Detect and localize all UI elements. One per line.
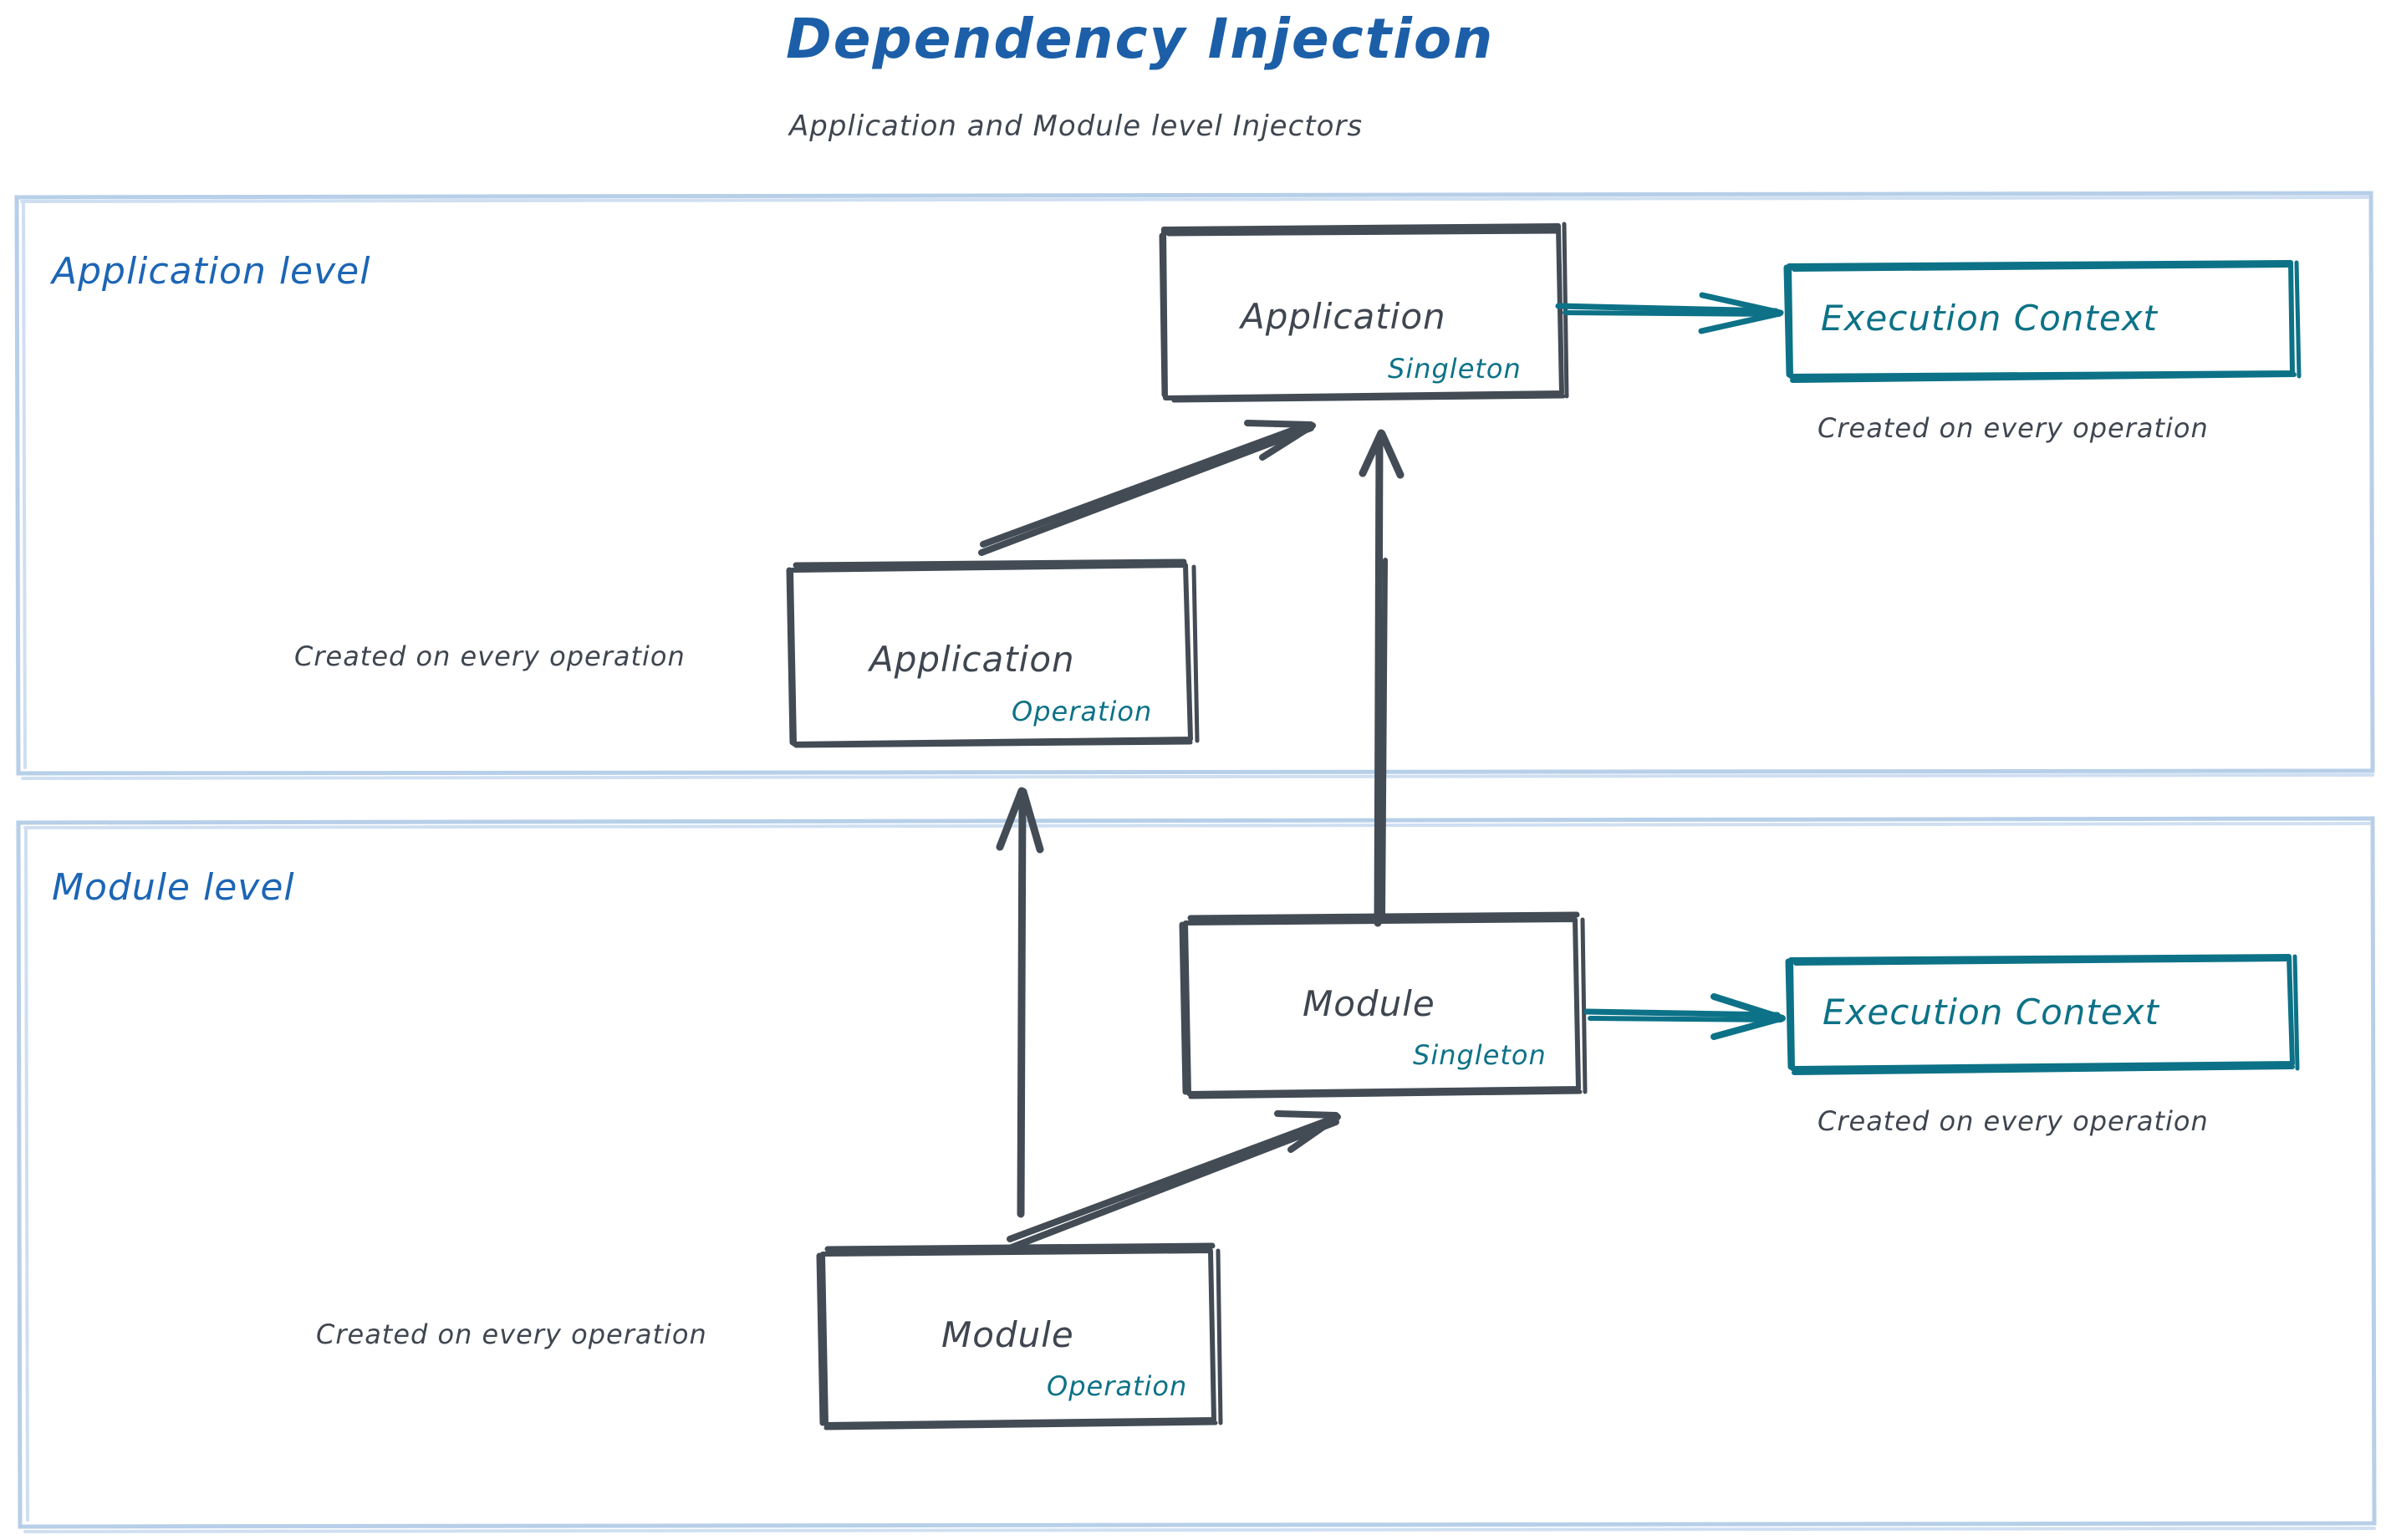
node-label-module-singleton: Module: [1303, 983, 1435, 1024]
lane-module-level-border: [16, 816, 2377, 1533]
node-label-execution-context-app: Execution Context: [1821, 298, 2159, 339]
edge-module-operation-to-application-level: [996, 787, 1044, 1218]
node-execution-context-app[interactable]: [1783, 260, 2302, 383]
page-title: Dependency Injection: [786, 7, 1495, 71]
edge-app-singleton-to-exec-context: [1555, 292, 1784, 334]
node-label-execution-context-module: Execution Context: [1823, 992, 2160, 1033]
lane-label-module-level: Module level: [52, 866, 295, 909]
node-label-application-operation: Application: [869, 639, 1075, 680]
node-execution-context-module[interactable]: [1785, 954, 2300, 1075]
edge-module-singleton-to-app-singleton: [1359, 429, 1405, 927]
lane-label-application-level: Application level: [52, 250, 371, 293]
page-subtitle: Application and Module level Injectors: [789, 110, 1364, 143]
node-scope-module-operation: Operation: [1047, 1370, 1188, 1402]
caption-execution-context-app: Created on every operation: [1818, 412, 2209, 444]
node-scope-application-singleton: Singleton: [1388, 353, 1522, 385]
caption-module-operation: Created on every operation: [316, 1318, 707, 1350]
node-application-operation[interactable]: [786, 558, 1200, 748]
caption-application-operation: Created on every operation: [294, 640, 686, 672]
lane-application-level-border: [14, 191, 2375, 780]
caption-execution-context-module: Created on every operation: [1818, 1105, 2209, 1137]
node-label-module-operation: Module: [941, 1314, 1074, 1355]
edge-module-operation-to-module-singleton: [1007, 1110, 1341, 1251]
edge-app-operation-to-app-singleton: [978, 420, 1316, 556]
node-label-application-singleton: Application: [1241, 296, 1446, 337]
edge-module-singleton-to-exec-context: [1583, 993, 1786, 1040]
node-application-singleton[interactable]: [1159, 222, 1569, 403]
node-scope-module-singleton: Singleton: [1413, 1039, 1547, 1071]
node-scope-application-operation: Operation: [1012, 696, 1153, 727]
